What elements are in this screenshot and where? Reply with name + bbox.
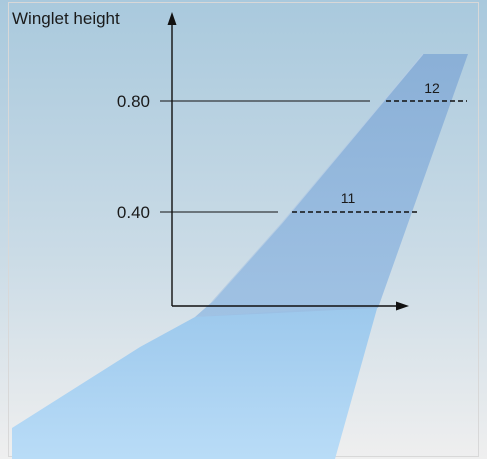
station-label-12: 12: [424, 80, 440, 96]
winglet-leading-edge: [211, 53, 424, 303]
tick-label-0-40: 0.40: [117, 203, 150, 222]
station-label-11: 11: [341, 190, 356, 206]
tick-label-0-80: 0.80: [117, 92, 150, 111]
x-axis-arrow: [396, 301, 409, 311]
winglet-surface: [195, 54, 468, 317]
y-axis-title: Winglet height: [12, 9, 120, 28]
y-axis-arrow: [167, 12, 177, 25]
wing-surface: [12, 305, 378, 459]
